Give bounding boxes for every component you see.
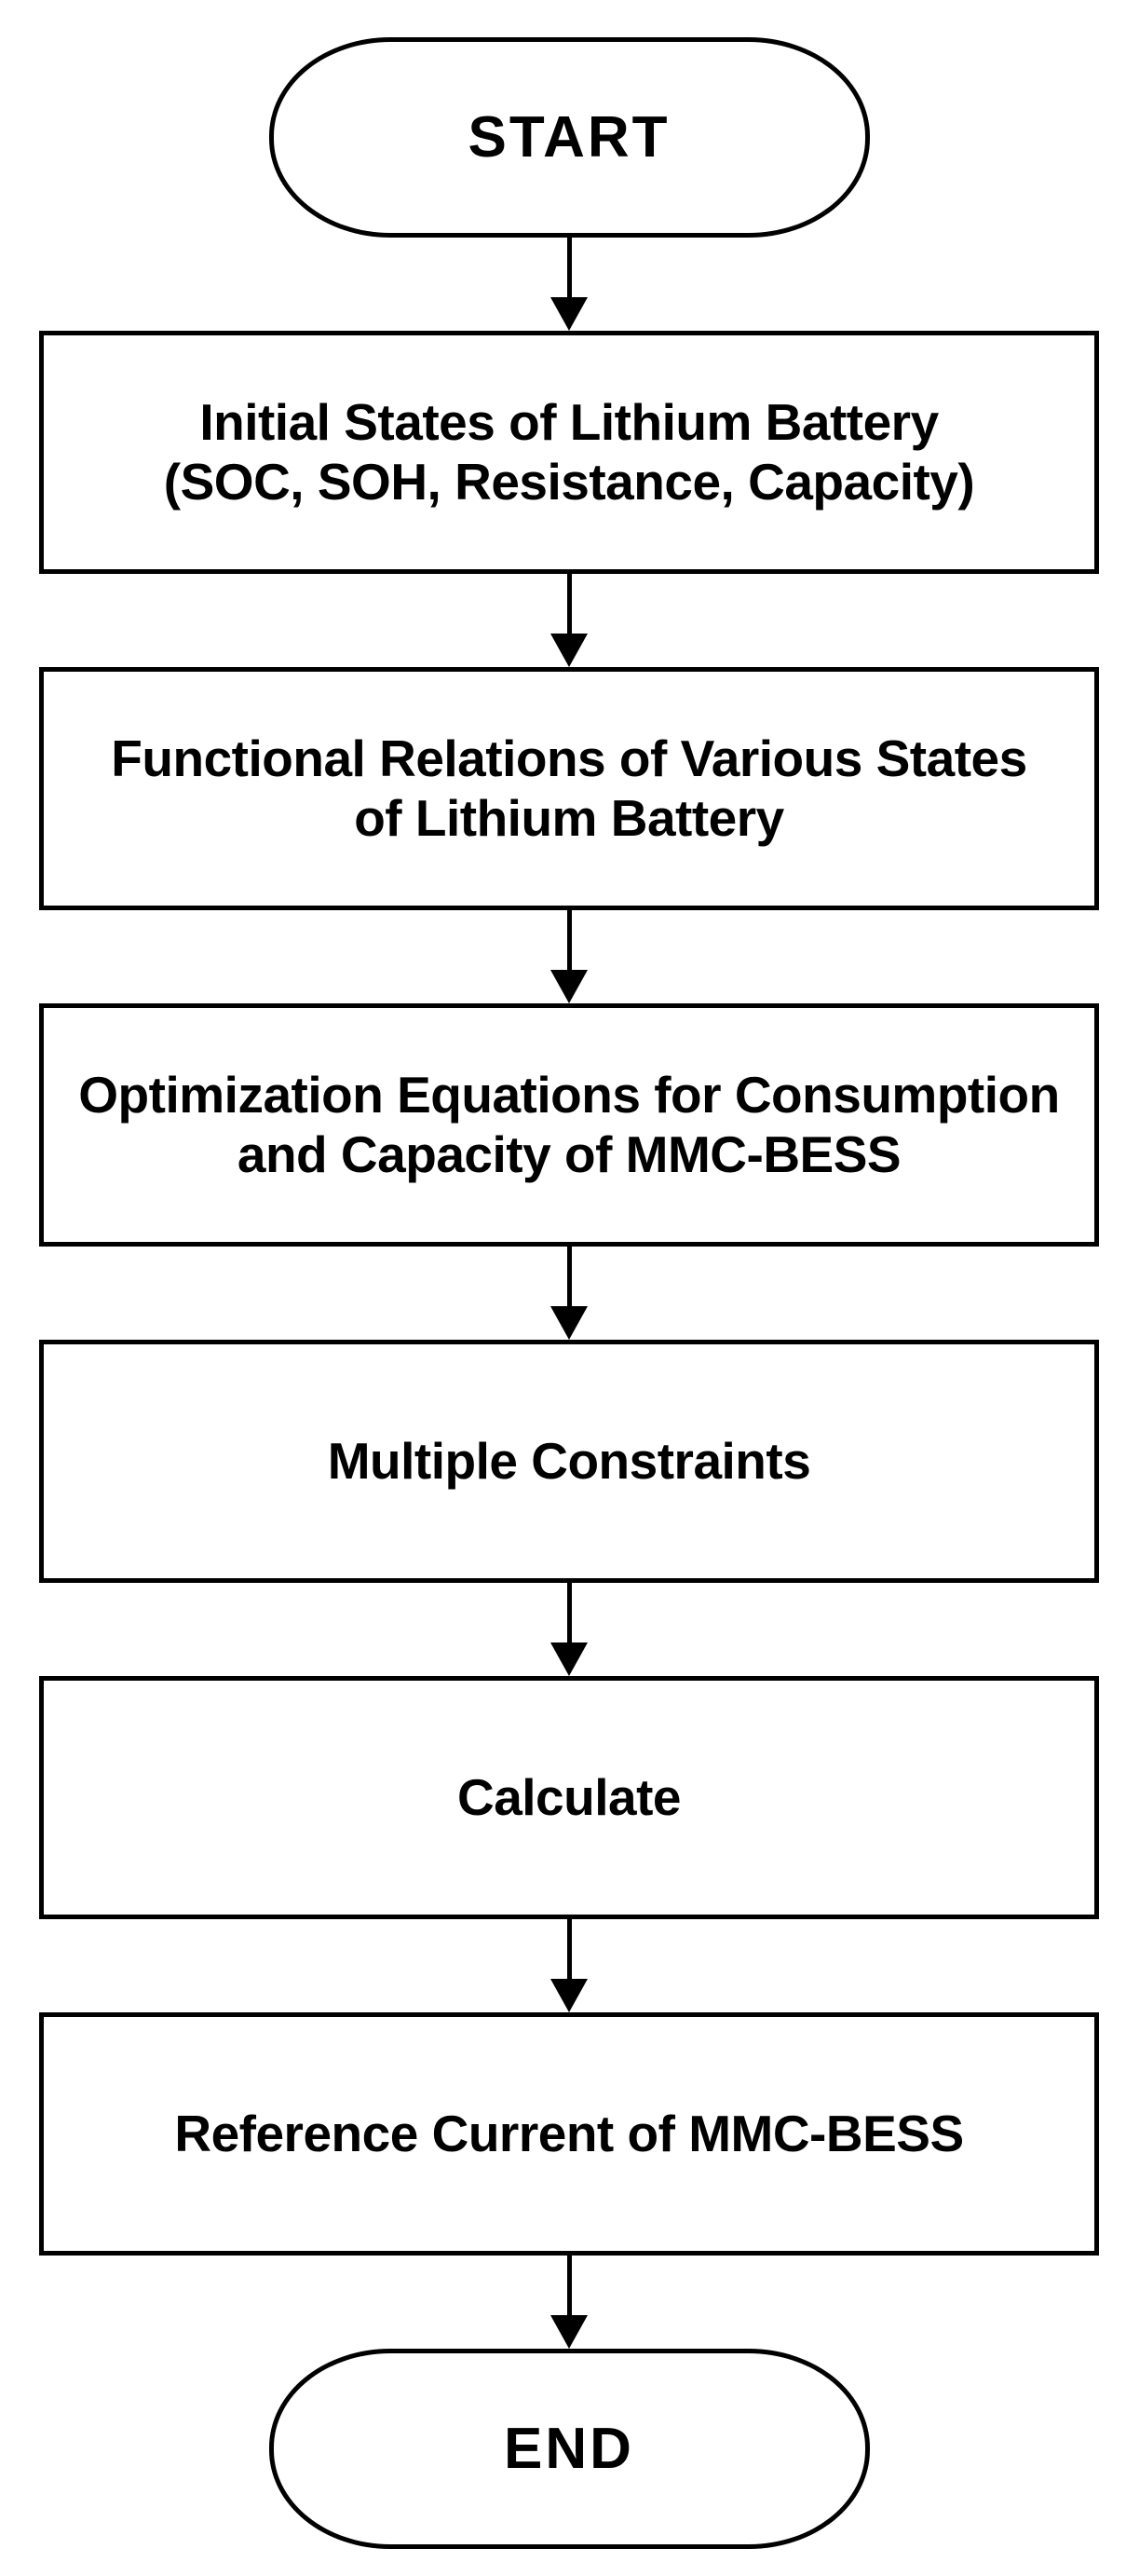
arrow-down-icon	[550, 1919, 588, 2012]
arrow-shaft	[566, 1919, 572, 1979]
arrow-down-icon	[550, 910, 588, 1003]
process-label: Functional Relations of Various States o…	[111, 729, 1027, 847]
arrow-head	[550, 1979, 588, 2012]
arrow-head	[550, 297, 588, 331]
process-label: Multiple Constraints	[327, 1431, 811, 1490]
arrow-shaft	[566, 1583, 572, 1642]
process-node-multiple-constraints: Multiple Constraints	[39, 1340, 1099, 1583]
process-label: Optimization Equations for Consumption a…	[78, 1066, 1060, 1183]
process-node-reference-current: Reference Current of MMC-BESS	[39, 2012, 1099, 2256]
arrow-head	[550, 634, 588, 667]
arrow-shaft	[566, 574, 572, 634]
end-terminator-node: END	[268, 2349, 870, 2549]
arrow-down-icon	[550, 1583, 588, 1676]
process-label: Calculate	[456, 1767, 682, 1826]
arrow-head	[550, 970, 588, 1003]
process-node-functional-relations: Functional Relations of Various States o…	[39, 667, 1099, 910]
process-label: Initial States of Lithium Battery (SOC, …	[163, 393, 975, 511]
arrow-head	[550, 1642, 588, 1676]
end-label: END	[504, 2417, 634, 2481]
arrow-shaft	[566, 238, 572, 297]
process-node-initial-states: Initial States of Lithium Battery (SOC, …	[39, 331, 1099, 574]
start-terminator-node: START	[268, 37, 870, 238]
arrow-head	[550, 1306, 588, 1340]
arrow-down-icon	[550, 1247, 588, 1340]
arrow-down-icon	[550, 574, 588, 667]
arrow-shaft	[566, 1247, 572, 1306]
start-label: START	[468, 105, 671, 170]
arrow-shaft	[566, 910, 572, 970]
arrow-shaft	[566, 2256, 572, 2315]
arrow-down-icon	[550, 2256, 588, 2349]
flowchart-column: START Initial States of Lithium Battery …	[39, 0, 1099, 2549]
arrow-head	[550, 2315, 588, 2349]
process-label: Reference Current of MMC-BESS	[174, 2104, 964, 2162]
process-node-calculate: Calculate	[39, 1676, 1099, 1919]
process-node-optimization-equations: Optimization Equations for Consumption a…	[39, 1003, 1099, 1247]
arrow-down-icon	[550, 238, 588, 331]
